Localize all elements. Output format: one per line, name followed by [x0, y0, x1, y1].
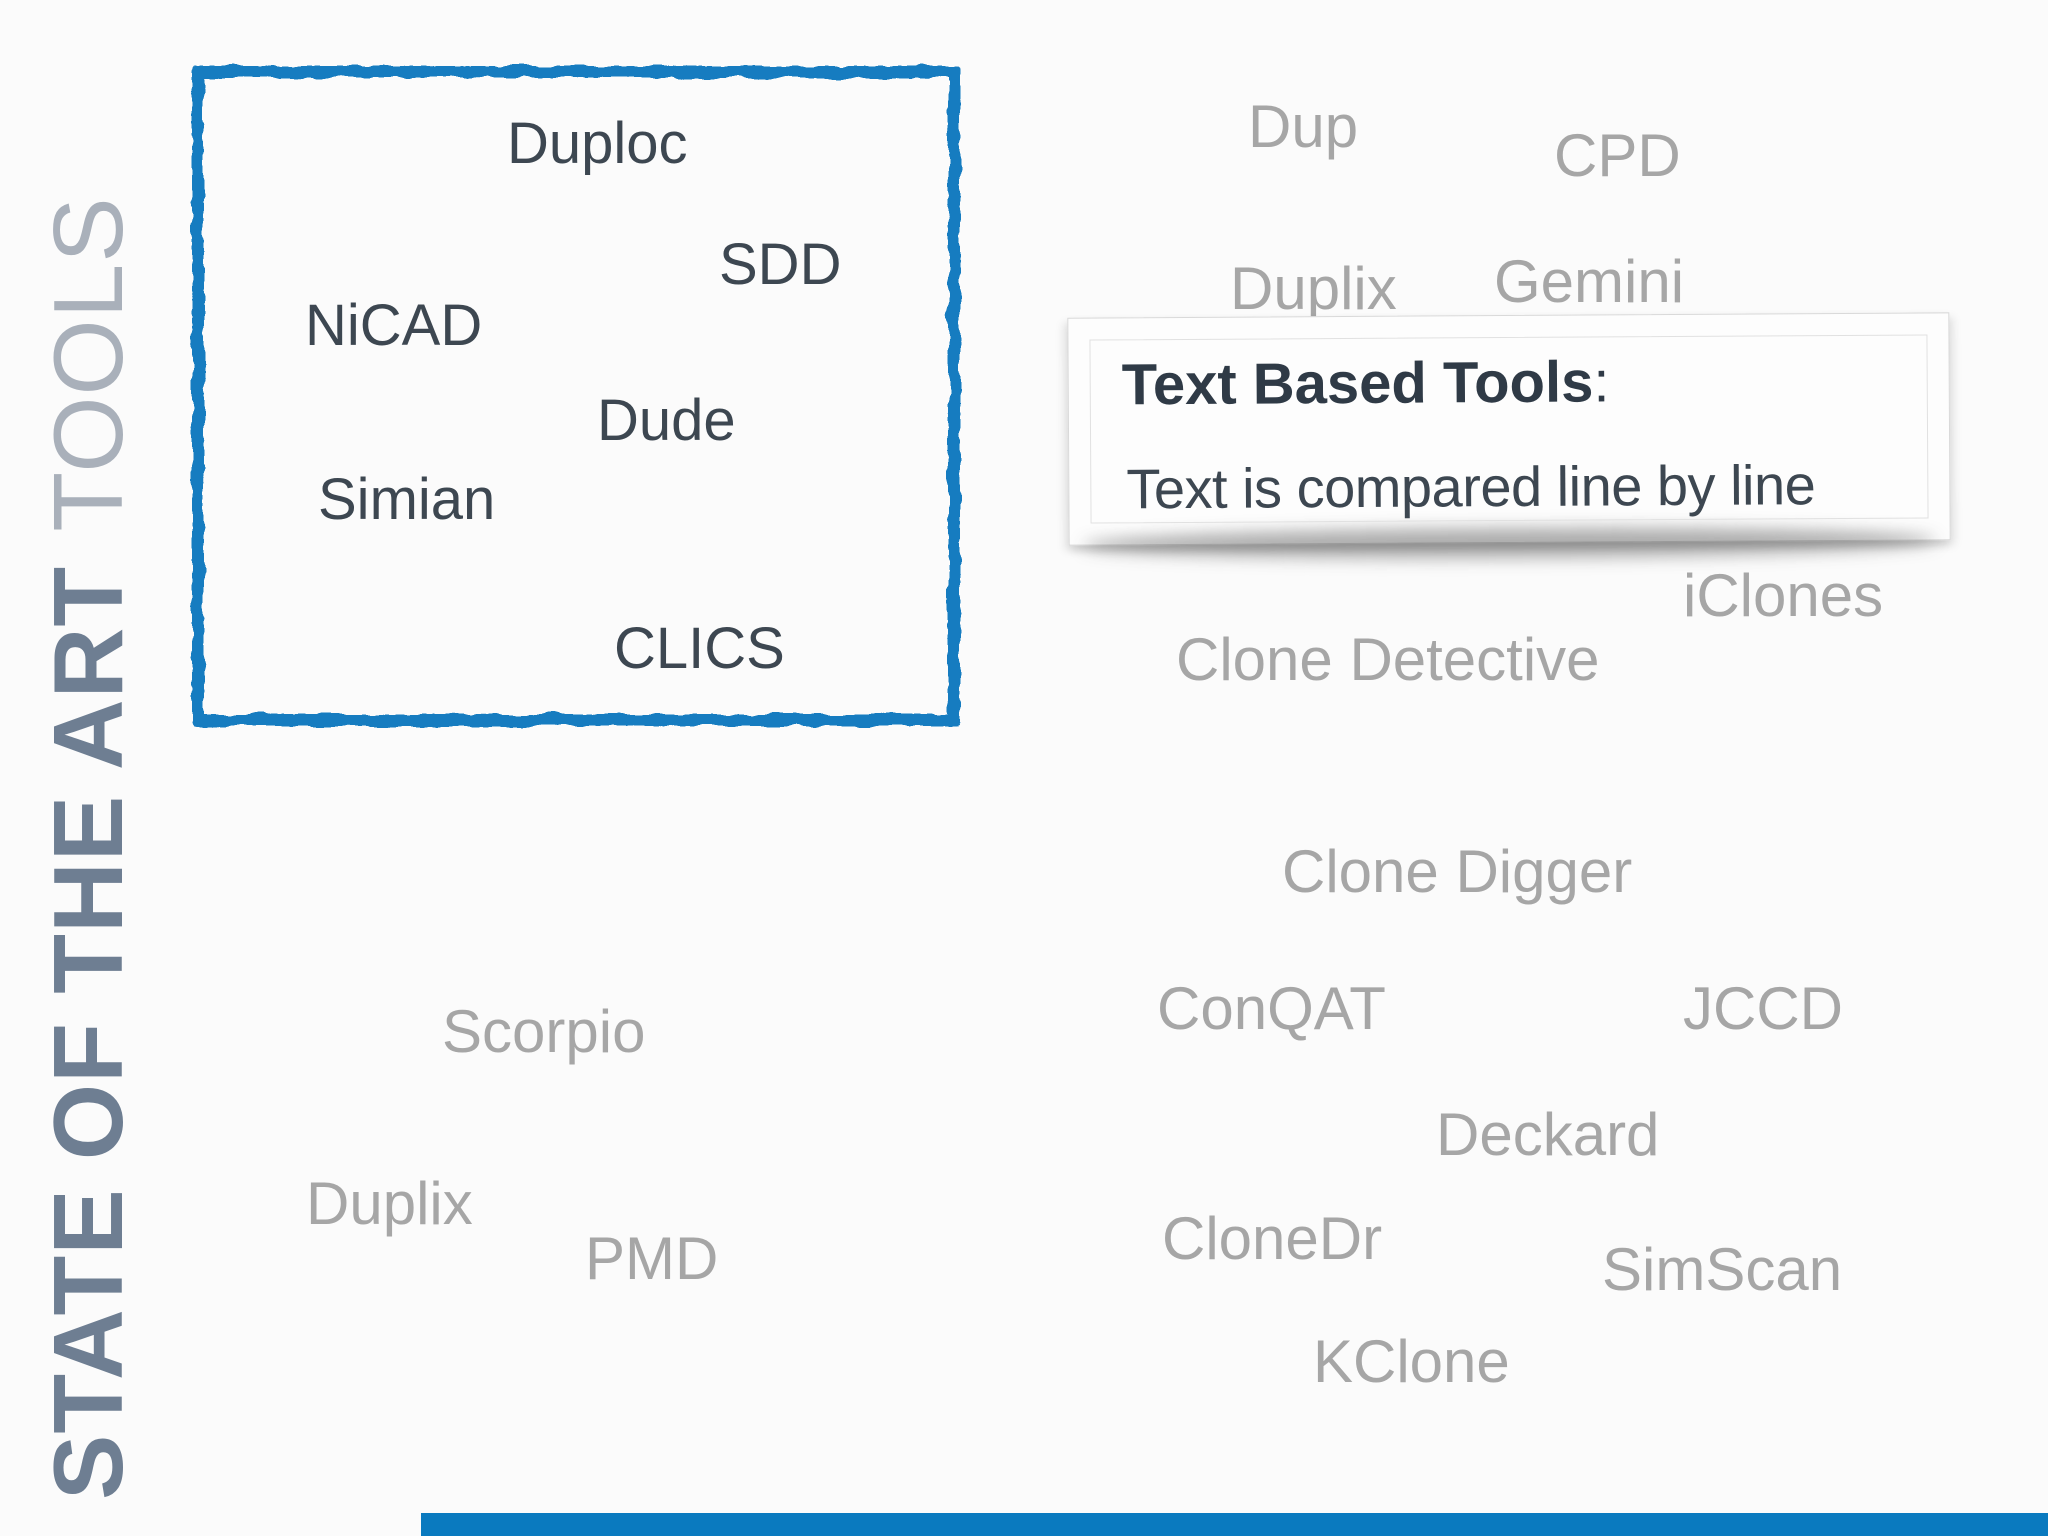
bottom-accent-bar — [421, 1513, 2048, 1536]
tool-label-sdd: SDD — [719, 232, 842, 297]
text-based-tools-group-box — [192, 66, 960, 726]
tool-label-dude: Dude — [597, 388, 736, 453]
tool-label-dup: Dup — [1248, 93, 1359, 160]
tool-label-clonedr: CloneDr — [1162, 1205, 1383, 1272]
slide-title-light: TOOLS — [33, 196, 143, 532]
callout-heading: Text Based Tools: — [1122, 348, 1610, 418]
tool-label-scorpio: Scorpio — [442, 998, 646, 1065]
slide-title-strong: STATE OF THE ART — [33, 565, 143, 1500]
tool-label-simscan: SimScan — [1602, 1236, 1843, 1303]
tool-label-duplix: Duplix — [1230, 255, 1397, 322]
callout-body: Text is compared line by line — [1126, 453, 1816, 521]
tool-label-kclone: KClone — [1313, 1328, 1510, 1395]
tool-label-clics: CLICS — [614, 616, 785, 681]
tool-label-gemini: Gemini — [1494, 248, 1685, 315]
text-based-tools-callout: Text Based Tools: Text is compared line … — [1067, 312, 1951, 546]
tool-label-conqat: ConQAT — [1157, 975, 1386, 1042]
tool-label-duploc: Duploc — [507, 111, 688, 176]
tool-label-iclones: iClones — [1683, 562, 1884, 629]
tool-label-clone-digger: Clone Digger — [1282, 838, 1633, 905]
tool-label-cpd: CPD — [1554, 122, 1681, 189]
callout-heading-label: Text Based Tools — [1121, 349, 1594, 418]
tool-label-pmd: PMD — [585, 1225, 719, 1292]
callout-heading-colon: : — [1593, 349, 1610, 415]
tool-label-clone-detective: Clone Detective — [1176, 626, 1600, 693]
slide-title-vertical: STATE OF THE ART TOOLS — [33, 196, 144, 1500]
tool-label-jccd: JCCD — [1683, 975, 1843, 1042]
tool-label-deckard: Deckard — [1436, 1101, 1660, 1168]
tool-label-duplix: Duplix — [306, 1170, 473, 1237]
tool-label-nicad: NiCAD — [305, 293, 483, 358]
tool-label-simian: Simian — [318, 467, 496, 532]
